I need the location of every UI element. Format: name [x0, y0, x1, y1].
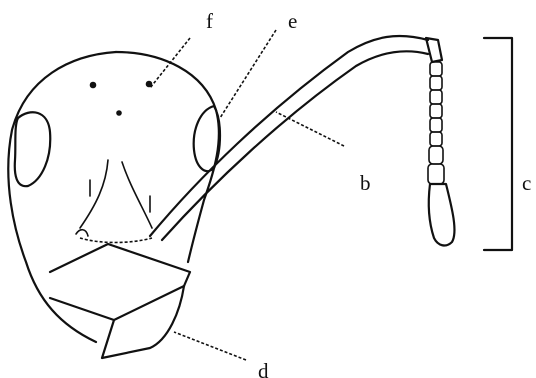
label-d: d	[258, 359, 269, 378]
right-compound-eye	[194, 106, 220, 171]
mandible-tip	[102, 286, 184, 358]
antenna-segment	[428, 164, 444, 184]
antenna-pedicel	[426, 38, 442, 62]
label-c: c	[522, 171, 531, 195]
antenna-segment	[430, 76, 442, 90]
label-b: b	[360, 171, 371, 195]
frontal-carina-left	[80, 160, 108, 228]
ocellus-median	[116, 110, 122, 116]
label-e: e	[288, 9, 297, 33]
mandible-lower	[50, 286, 184, 320]
antenna-segment	[430, 62, 442, 76]
antenna-segment	[430, 118, 442, 132]
head-capsule-outline-right	[116, 52, 219, 262]
leader-d	[174, 332, 246, 360]
antenna-segment	[430, 90, 442, 104]
left-compound-eye	[15, 112, 50, 186]
antenna-segment	[430, 132, 442, 146]
leader-f	[150, 38, 190, 88]
antennal-socket-left	[76, 230, 88, 236]
ocellus-left	[90, 82, 97, 89]
club-bracket	[484, 38, 512, 250]
antenna-scape	[150, 36, 428, 236]
clypeus-line	[80, 238, 152, 243]
antenna-segment	[430, 104, 442, 118]
mandible-upper	[50, 244, 190, 286]
label-f: f	[206, 9, 213, 33]
leader-b	[276, 112, 344, 146]
antenna-segment	[429, 146, 443, 164]
antenna-apical-segment	[429, 184, 455, 245]
leader-e	[220, 30, 276, 118]
head-capsule-outline	[8, 52, 116, 342]
frontal-carina-right	[122, 162, 152, 228]
